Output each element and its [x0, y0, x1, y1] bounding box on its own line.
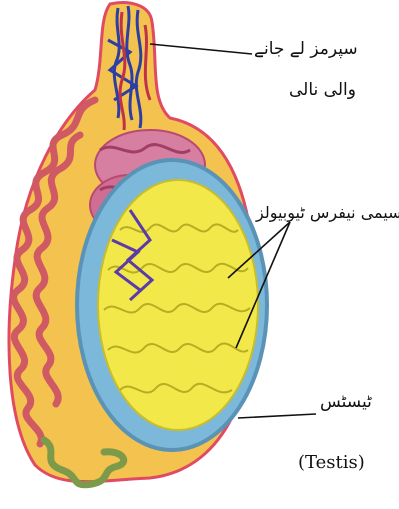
label-seminiferous-tubules: سیمی نیفرس ٹیوبیولز — [256, 203, 399, 222]
label-testis-urdu: ٹیسٹس — [320, 392, 372, 412]
leader-vas-deferens — [150, 44, 252, 54]
leader-testis — [238, 414, 316, 418]
label-testis-english: (Testis) — [298, 452, 365, 473]
label-vas-deferens-line2: والی نالی — [289, 80, 356, 100]
label-vas-deferens-line1: سپرمز لے جانے — [254, 38, 358, 59]
